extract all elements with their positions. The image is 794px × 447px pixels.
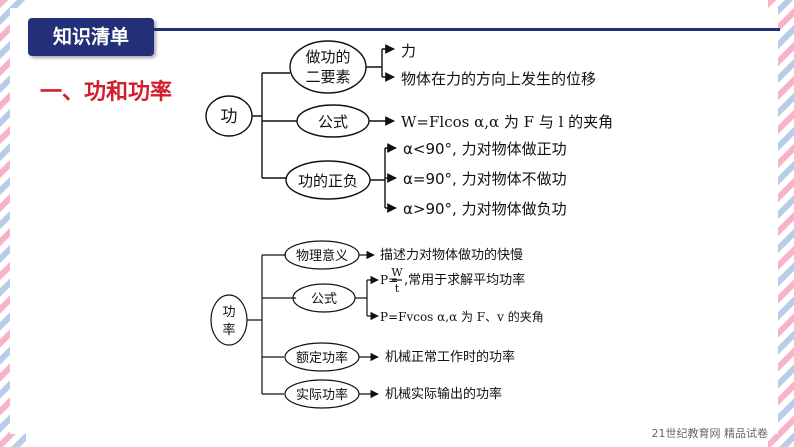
power-formula-instant: P=Fvcos α,α 为 F、v 的夹角	[380, 309, 544, 324]
power-map	[210, 240, 402, 409]
section-heading: 一、功和功率	[40, 80, 173, 105]
work-node-formula-label: 公式	[318, 113, 348, 131]
work-item-force: 力	[401, 42, 416, 60]
work-item-displacement: 物体在力的方向上发生的位移	[401, 70, 596, 88]
work-formula-text: W=Flcos α,α 为 F 与 l 的夹角	[401, 113, 613, 131]
work-sign-negative: α>90°, 力对物体做负功	[403, 200, 567, 218]
watermark: 21世纪教育网 精品试卷	[651, 427, 769, 440]
power-formula-numerator: W	[391, 266, 403, 279]
work-node-sign-label: 功的正负	[298, 172, 358, 190]
power-node-rated-label: 额定功率	[296, 350, 348, 366]
power-rated-text: 机械正常工作时的功率	[385, 349, 515, 365]
work-root-label: 功	[221, 107, 238, 127]
power-root-line2: 率	[222, 322, 235, 338]
power-root-line1: 功	[222, 305, 235, 320]
section-badge: 知识清单	[28, 18, 154, 56]
work-map-text: 功 做功的 二要素 公式 功的正负 力 物体在力的方向上发生的位移 W=Flco…	[221, 42, 614, 218]
work-node-elements-line2: 二要素	[305, 68, 350, 86]
power-formula-average-text: ,常用于求解平均功率	[404, 272, 525, 288]
power-formula-denominator: t	[395, 282, 400, 295]
work-sign-zero: α=90°, 力对物体不做功	[403, 170, 567, 188]
slide: 知识清单 一、功和功率	[10, 8, 780, 434]
power-node-actual-label: 实际功率	[296, 387, 348, 403]
power-map-text: 功 率 物理意义 公式 额定功率 实际功率 描述力对物体做功的快慢 P= W t…	[222, 247, 543, 403]
power-node-formula-label: 公式	[311, 292, 337, 307]
work-map	[205, 41, 396, 213]
power-node-meaning-label: 物理意义	[296, 248, 348, 264]
power-formula-lhs: P=	[380, 273, 398, 287]
power-meaning-text: 描述力对物体做功的快慢	[380, 247, 523, 263]
header-rule	[154, 28, 780, 31]
work-node-elements-line1: 做功的	[305, 48, 350, 66]
power-actual-text: 机械实际输出的功率	[385, 386, 502, 402]
work-sign-positive: α<90°, 力对物体做正功	[403, 140, 567, 158]
